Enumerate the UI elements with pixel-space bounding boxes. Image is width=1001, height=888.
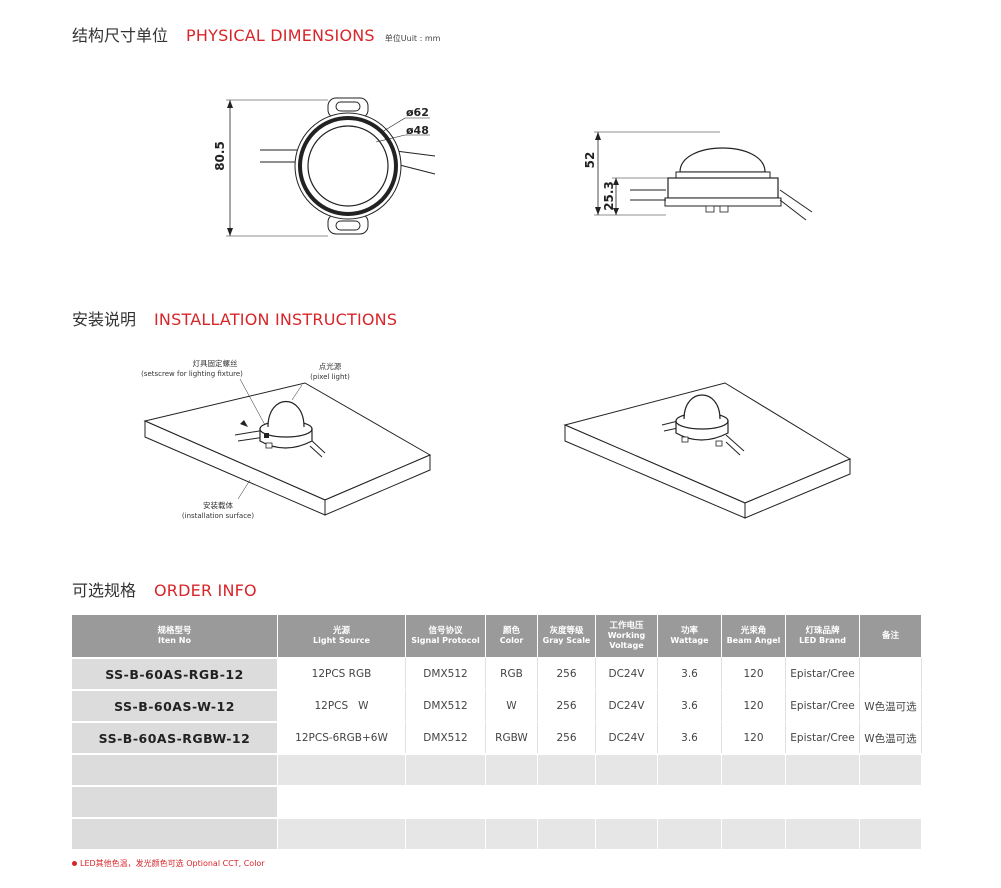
cell-signal: DMX512: [406, 721, 486, 753]
header-remark: 备注: [860, 615, 922, 657]
cell-item-no: SS-B-60AS-RGB-12: [72, 657, 278, 689]
side-view-drawing: 52 25.3: [583, 131, 813, 221]
dimensions-title-cn: 结构尺寸单位: [72, 26, 169, 45]
dim-outer-label: ø62: [406, 106, 429, 119]
installation-drawing-left: 灯具固定螺丝 (setscrew for lighting fixture) 点…: [141, 358, 432, 520]
cell-remark: [860, 657, 922, 689]
cell-wattage: 3.6: [658, 689, 722, 721]
cell-light-source: 12PCS-6RGB+6W: [278, 721, 406, 753]
cell-gray: 256: [538, 689, 596, 721]
pixel-label-cn: 点光源: [319, 361, 342, 371]
table-row: SS-B-60AS-RGB-12 12PCS RGB DMX512 RGB 25…: [72, 657, 922, 689]
cell-beam: 120: [722, 689, 786, 721]
cell-wattage: 3.6: [658, 721, 722, 753]
cell-beam: 120: [722, 721, 786, 753]
cell-voltage: DC24V: [596, 657, 658, 689]
table-row-empty: [72, 785, 922, 817]
screw-label-en: (setscrew for lighting fixture): [141, 370, 243, 378]
dim-height-label: 80.5: [213, 141, 227, 171]
order-title-en: ORDER INFO: [154, 581, 257, 600]
cell-voltage: DC24V: [596, 689, 658, 721]
cell-color: RGB: [486, 657, 538, 689]
dim-base-height-label: 25.3: [602, 181, 616, 211]
dim-inner-label: ø48: [406, 124, 429, 137]
order-title-cn: 可选规格: [72, 581, 137, 600]
surface-label-cn: 安装载体: [203, 500, 233, 510]
table-row: SS-B-60AS-RGBW-12 12PCS-6RGB+6W DMX512 R…: [72, 721, 922, 753]
top-view-drawing: 80.5 ø62 ø48: [213, 97, 436, 237]
cell-beam: 120: [722, 657, 786, 689]
cell-brand: Epistar/Cree: [786, 657, 860, 689]
surface-label-en: (installation surface): [182, 512, 254, 520]
dimensions-heading: 结构尺寸单位 PHYSICAL DIMENSIONS 单位Uuit : mm: [72, 22, 440, 46]
cell-gray: 256: [538, 657, 596, 689]
cell-remark: W色温可选: [860, 721, 922, 753]
cell-item-no: SS-B-60AS-W-12: [72, 689, 278, 721]
installation-title-cn: 安装说明: [72, 310, 137, 329]
screw-label-cn: 灯具固定螺丝: [193, 358, 238, 368]
order-note-text: LED其他色温，发光颜色可选 Optional CCT, Color: [80, 859, 265, 868]
cell-voltage: DC24V: [596, 721, 658, 753]
cell-signal: DMX512: [406, 657, 486, 689]
cell-signal: DMX512: [406, 689, 486, 721]
bullet-dot-icon: [72, 861, 77, 866]
cell-color: W: [486, 689, 538, 721]
table-row-empty: [72, 817, 922, 849]
table-row-empty: [72, 753, 922, 785]
installation-drawing-right: [563, 382, 852, 519]
cell-gray: 256: [538, 721, 596, 753]
dim-total-height-label: 52: [583, 152, 597, 169]
dimensions-unit: 单位Uuit : mm: [384, 34, 441, 43]
cell-wattage: 3.6: [658, 657, 722, 689]
installation-title-en: INSTALLATION INSTRUCTIONS: [154, 310, 398, 329]
dimensions-title-en: PHYSICAL DIMENSIONS: [186, 26, 375, 45]
cell-brand: Epistar/Cree: [786, 689, 860, 721]
cell-light-source: 12PCS RGB: [278, 657, 406, 689]
cell-item-no: SS-B-60AS-RGBW-12: [72, 721, 278, 753]
pixel-label-en: (pixel light): [310, 373, 350, 381]
cell-light-source: 12PCS W: [278, 689, 406, 721]
installation-heading: 安装说明 INSTALLATION INSTRUCTIONS: [72, 306, 397, 330]
cell-color: RGBW: [486, 721, 538, 753]
cell-brand: Epistar/Cree: [786, 721, 860, 753]
table-row: SS-B-60AS-W-12 12PCS W DMX512 W 256 DC24…: [72, 689, 922, 721]
cell-remark: W色温可选: [860, 689, 922, 721]
order-heading: 可选规格 ORDER INFO: [72, 577, 257, 601]
order-note: LED其他色温，发光颜色可选 Optional CCT, Color: [72, 858, 265, 869]
